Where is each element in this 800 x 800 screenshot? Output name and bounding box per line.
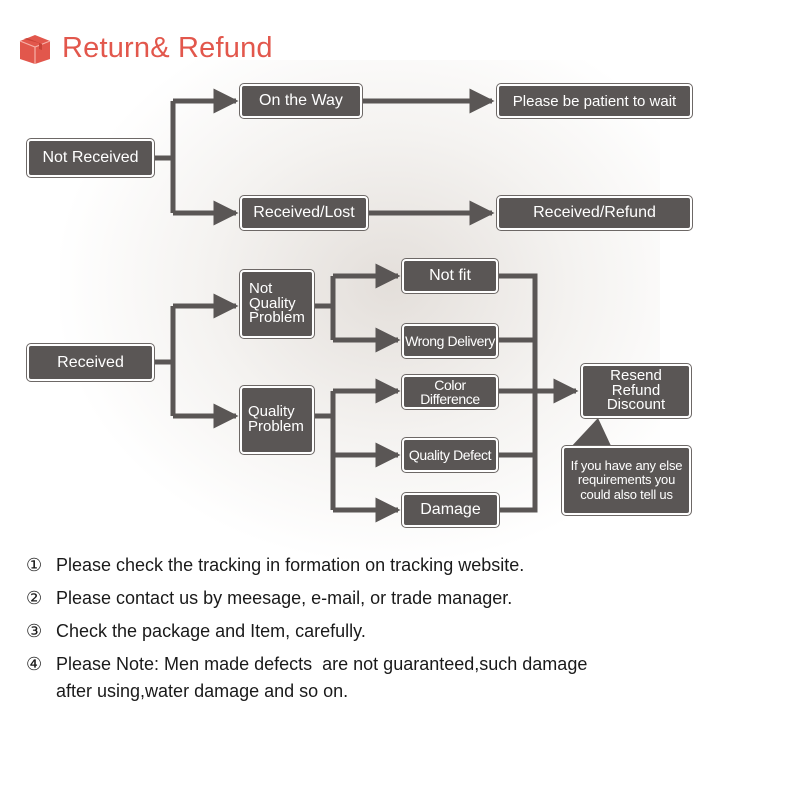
node-label: Color Difference [420,377,480,407]
node-not-fit: Not fit [402,259,498,293]
node-label: On the Way [259,92,343,109]
node-received: Received [27,344,154,381]
note-text: Check the package and Item, carefully. [56,621,366,641]
note-text: Please check the tracking in formation o… [56,555,525,575]
node-label: Received/Refund [533,204,656,221]
node-label: Quality Defect [408,447,492,463]
node-received-refund: Received/Refund [497,196,692,230]
node-color-difference: Color Difference [402,375,498,409]
note-number: ① [26,555,43,575]
page-title: Return& Refund [62,31,273,64]
node-label-line: Refund [611,381,661,399]
node-label: Damage [420,501,481,518]
node-label: Not Received [42,149,139,166]
node-label: Received/Lost [253,204,355,221]
note-text: Please Note: Men made defects are not gu… [56,654,588,701]
node-label-line: Not [249,279,273,297]
node-damage: Damage [402,493,499,527]
node-received-lost: Received/Lost [240,196,368,230]
callout-line: requirements you [577,472,676,488]
node-label-line: Problem [248,418,304,435]
callout-line: If you have any else [570,458,683,474]
note-number: ② [26,588,43,608]
node-quality-problem: Quality Problem [240,386,314,454]
node-label-line: Problem [249,309,305,327]
node-wrong-delivery: Wrong Delivery [402,324,498,358]
note-item: ③ Check the package and Item, carefully. [26,618,786,645]
callout-extra-requirements: If you have any else requirements you co… [562,446,691,515]
node-not-received: Not Received [27,139,154,177]
note-item: ① Please check the tracking in formation… [26,552,786,579]
box-icon [19,35,51,64]
node-on-the-way: On the Way [240,84,362,118]
node-label: Please be patient to wait [512,92,677,110]
node-label: Not fit [429,267,471,284]
note-number: ③ [26,621,43,641]
notes-list: ① Please check the tracking in formation… [26,552,786,711]
page-header: Return& Refund [18,28,273,68]
callout-line: could also tell us [580,486,673,502]
node-resend-refund-discount: Resend Refund Discount [581,364,691,418]
node-label-line: Discount [606,396,666,414]
note-text: Please contact us by meesage, e-mail, or… [56,588,513,608]
node-label: Wrong Delivery [405,333,495,349]
node-please-wait: Please be patient to wait [497,84,692,118]
node-quality-defect: Quality Defect [402,438,498,472]
node-label-line: Quality [249,294,296,312]
note-number: ④ [26,654,43,674]
note-item: ④ Please Note: Men made defects are not … [26,651,786,705]
node-label-line: Resend [610,366,662,384]
note-item: ② Please contact us by meesage, e-mail, … [26,585,786,612]
node-label-line: Quality [248,403,295,421]
node-label: Received [57,353,124,371]
node-not-quality-problem: Not Quality Problem [240,270,314,338]
